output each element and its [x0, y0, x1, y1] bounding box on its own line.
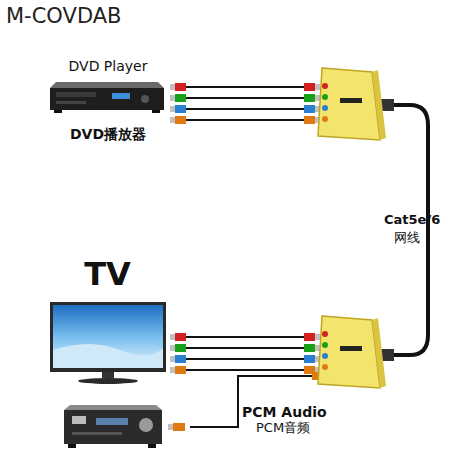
- node-text: DVD Player: [69, 58, 148, 74]
- dvd-player-device-part: [152, 110, 160, 113]
- rca-plug: [175, 116, 186, 124]
- converter-port: [322, 364, 328, 370]
- dvd-player-device-part: [112, 93, 130, 99]
- converter-port: [322, 116, 328, 122]
- converter-boxes: [318, 68, 386, 388]
- audio-receiver-part: [96, 418, 128, 425]
- converter-port: [322, 331, 328, 337]
- rca-wire: [186, 97, 304, 99]
- rca-wire: [186, 369, 304, 371]
- rca-tip: [170, 106, 175, 112]
- rca-tip: [170, 117, 175, 123]
- dvd-player-device-part: [54, 110, 62, 113]
- rca-cables: [168, 83, 320, 431]
- rca-plug: [304, 344, 315, 352]
- annotation-label: PCM音频: [256, 421, 310, 436]
- converter-box: [318, 316, 386, 388]
- node-text: TV: [84, 256, 131, 293]
- rca-plug: [304, 94, 315, 102]
- audio-receiver-part: [72, 432, 122, 435]
- rca-cable: [170, 355, 320, 363]
- rca-tip: [170, 356, 175, 362]
- rca-tip: [170, 334, 175, 340]
- audio-receiver-part: [64, 405, 162, 410]
- rca-plug: [175, 83, 186, 91]
- rca-tip: [315, 334, 320, 340]
- rca-plug: [304, 333, 315, 341]
- rca-tip: [168, 424, 173, 430]
- rca-tip: [315, 95, 320, 101]
- converter-port: [322, 353, 328, 359]
- rca-cable: [170, 344, 320, 352]
- converter-port: [322, 342, 328, 348]
- tv-set-part: [53, 344, 163, 368]
- rca-cable: [170, 116, 320, 124]
- annotation-label: PCM Audio: [242, 404, 327, 420]
- rca-plug: [304, 355, 315, 363]
- rca-cable: [170, 83, 320, 91]
- network-cable-part: [392, 105, 428, 355]
- diagram-title: M-COVDAB: [6, 4, 121, 28]
- rca-wire: [186, 108, 304, 110]
- converter-badge: [340, 98, 362, 103]
- rca-tip: [170, 95, 175, 101]
- device-node: DVD PlayerDVD播放器: [38, 58, 178, 142]
- converter-badge: [340, 346, 362, 351]
- rca-wire: [186, 358, 304, 360]
- tv-set-part: [53, 305, 163, 368]
- rca-tip: [170, 84, 175, 90]
- audio-receiver-part: [139, 418, 153, 432]
- tv-set-part: [50, 302, 166, 372]
- converter-body: [318, 316, 380, 388]
- rca-tip: [170, 367, 175, 373]
- rca-cable: [170, 366, 320, 374]
- rca-plug: [173, 423, 185, 431]
- dvd-player-device-part: [50, 88, 164, 110]
- audio-receiver-part: [68, 444, 76, 448]
- tv-set-part: [102, 372, 114, 378]
- rca-wire: [186, 86, 304, 88]
- dvd-player-device-part: [56, 101, 86, 104]
- device-node: TV: [45, 256, 170, 386]
- dvd-player-device-part: [50, 82, 164, 88]
- tv-set: [50, 302, 166, 384]
- rca-plug: [175, 94, 186, 102]
- annotation-label: Cat5e/6: [384, 213, 440, 228]
- converter-box: [318, 68, 386, 140]
- rca-tip: [315, 84, 320, 90]
- converter-port: [322, 105, 328, 111]
- rca-plug: [175, 344, 186, 352]
- annotation-label: 网线: [394, 231, 420, 246]
- dvd-player-device: [50, 82, 164, 113]
- rca-cable: [170, 94, 320, 102]
- rca-wire: [186, 347, 304, 349]
- rca-wire: [186, 336, 304, 338]
- rca-tip: [170, 345, 175, 351]
- audio-receiver-part: [72, 416, 86, 424]
- audio-receiver-part: [148, 444, 156, 448]
- rca-plug: [304, 83, 315, 91]
- rca-plug: [304, 105, 315, 113]
- rca-plug: [175, 333, 186, 341]
- rca-cable: [170, 105, 320, 113]
- rca-wire: [186, 119, 304, 121]
- rca-cable: [170, 333, 320, 341]
- audio-receiver-part: [64, 410, 162, 444]
- rca-plug: [175, 366, 186, 374]
- audio-receiver: [64, 405, 162, 448]
- node-text: DVD播放器: [70, 126, 146, 142]
- converter-port: [322, 83, 328, 89]
- converter-body: [318, 68, 380, 140]
- converter-port: [322, 94, 328, 100]
- tv-set-part: [78, 378, 138, 384]
- rca-plug: [175, 355, 186, 363]
- converter-side: [372, 318, 386, 388]
- dvd-player-device-part: [56, 92, 96, 97]
- converter-side: [372, 70, 386, 140]
- dvd-player-device-part: [141, 95, 149, 103]
- rca-plug: [175, 105, 186, 113]
- rca-plug: [304, 116, 315, 124]
